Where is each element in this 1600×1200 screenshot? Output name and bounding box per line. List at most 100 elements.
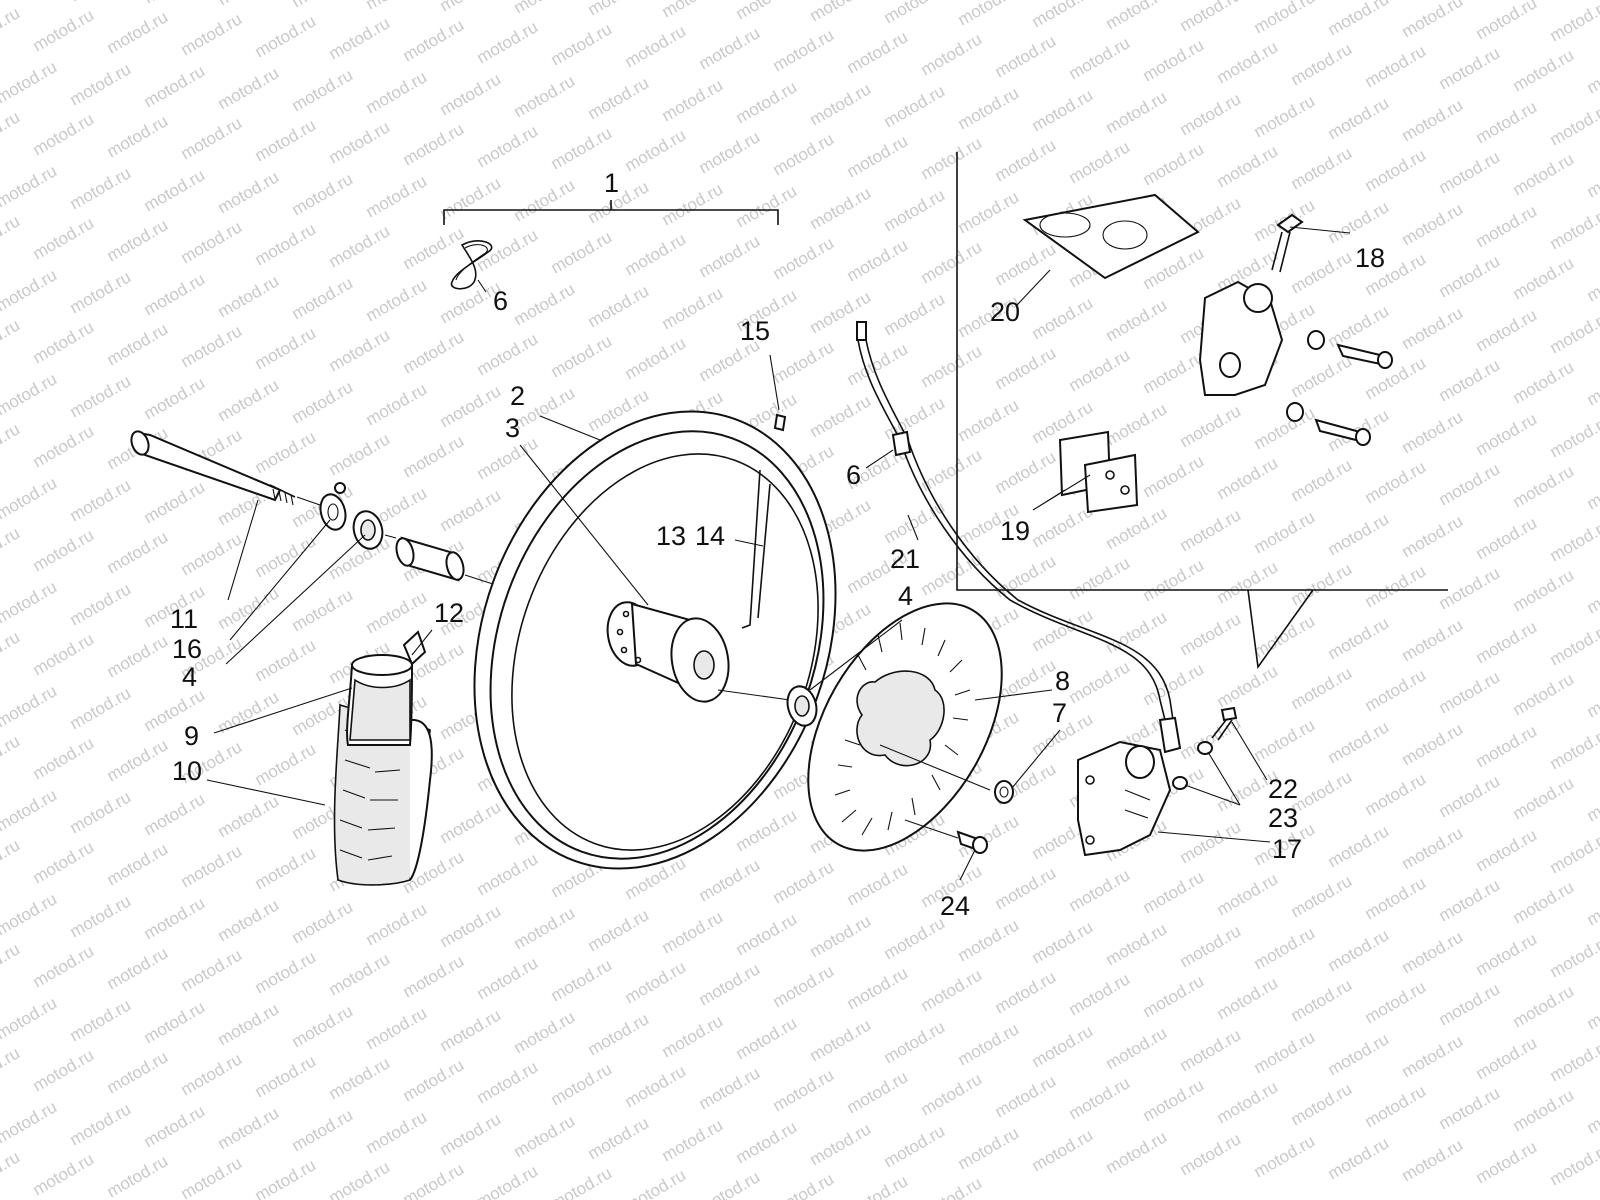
watermark-text: motod.ru	[1547, 203, 1600, 253]
watermark-text: motod.ru	[770, 25, 838, 75]
watermark-text: motod.ru	[437, 381, 505, 431]
tube-spacer	[395, 536, 465, 582]
watermark-text: motod.ru	[252, 1155, 320, 1200]
watermark-text: motod.ru	[0, 265, 60, 315]
watermark-text: motod.ru	[1325, 613, 1393, 663]
watermark-text: motod.ru	[1325, 0, 1393, 39]
watermark-text: motod.ru	[104, 111, 172, 161]
watermark-text: motod.ru	[437, 797, 505, 847]
watermark-text: motod.ru	[1584, 879, 1600, 929]
watermark-text: motod.ru	[1547, 0, 1600, 45]
watermark-text: motod.ru	[437, 901, 505, 951]
watermark-text: motod.ru	[511, 903, 579, 953]
watermark-text: motod.ru	[1399, 511, 1467, 561]
watermark-text: motod.ru	[1473, 929, 1541, 979]
watermark-text: motod.ru	[1473, 201, 1541, 251]
watermark-text: motod.ru	[474, 1161, 542, 1200]
watermark-text: motod.ru	[400, 223, 468, 273]
watermark-text: motod.ru	[918, 237, 986, 287]
watermark-text: motod.ru	[844, 131, 912, 181]
watermark-text: motod.ru	[252, 635, 320, 685]
watermark-text: motod.ru	[326, 1053, 394, 1103]
watermark-text: motod.ru	[215, 999, 283, 1049]
watermark-text: motod.ru	[955, 1019, 1023, 1069]
watermark-text: motod.ru	[1436, 979, 1504, 1029]
watermark-text: motod.ru	[0, 523, 23, 573]
watermark-text: motod.ru	[807, 911, 875, 961]
watermark-text: motod.ru	[733, 1117, 801, 1167]
watermark-text: motod.ru	[1436, 563, 1504, 613]
watermark-text: motod.ru	[659, 907, 727, 957]
watermark-text: motod.ru	[844, 1171, 912, 1200]
watermark-text: motod.ru	[67, 163, 135, 213]
watermark-text: motod.ru	[1288, 143, 1356, 193]
watermark-text: motod.ru	[1066, 345, 1134, 395]
watermark-text: motod.ru	[141, 0, 209, 7]
watermark-text: motod.ru	[1325, 301, 1393, 351]
watermark-text: motod.ru	[1547, 931, 1600, 981]
watermark-text: motod.ru	[881, 81, 949, 131]
watermark-text: motod.ru	[1325, 925, 1393, 975]
watermark-text: motod.ru	[881, 289, 949, 339]
watermark-text: motod.ru	[141, 789, 209, 839]
watermark-text: motod.ru	[178, 9, 246, 59]
watermark-text: motod.ru	[696, 127, 764, 177]
watermark-text: motod.ru	[1325, 1133, 1393, 1183]
watermark-text: motod.ru	[30, 525, 98, 575]
watermark-text: motod.ru	[918, 1069, 986, 1119]
watermark-text: motod.ru	[1473, 825, 1541, 875]
watermark-text: motod.ru	[659, 283, 727, 333]
watermark-text: motod.ru	[437, 1005, 505, 1055]
watermark-text: motod.ru	[437, 1109, 505, 1159]
watermark-text: motod.ru	[0, 681, 60, 731]
watermark-text: motod.ru	[289, 65, 357, 115]
watermark-text: motod.ru	[1066, 657, 1134, 707]
watermark-text: motod.ru	[1473, 409, 1541, 459]
watermark-text: motod.ru	[1140, 659, 1208, 709]
watermark-text: motod.ru	[0, 577, 60, 627]
watermark-text: motod.ru	[1177, 921, 1245, 971]
watermark-text: motod.ru	[511, 0, 579, 17]
watermark-text: motod.ru	[400, 15, 468, 65]
watermark-text: motod.ru	[844, 27, 912, 77]
watermark-text: motod.ru	[30, 421, 98, 471]
watermark-text: motod.ru	[696, 23, 764, 73]
watermark-text: motod.ru	[474, 953, 542, 1003]
watermark-text: motod.ru	[1325, 717, 1393, 767]
watermark-text: motod.ru	[1510, 565, 1578, 615]
watermark-text: motod.ru	[1140, 867, 1208, 917]
watermark-text: motod.ru	[1251, 611, 1319, 661]
watermark-text: motod.ru	[881, 913, 949, 963]
watermark-text: motod.ru	[474, 849, 542, 899]
watermark-text: motod.ru	[659, 75, 727, 125]
watermark-text: motod.ru	[30, 1149, 98, 1199]
watermark-text: motod.ru	[215, 895, 283, 945]
watermark-text: motod.ru	[807, 79, 875, 129]
watermark-text: motod.ru	[1547, 827, 1600, 877]
watermark-text: motod.ru	[104, 215, 172, 265]
watermark-text: motod.ru	[1251, 715, 1319, 765]
watermark-text: motod.ru	[1473, 305, 1541, 355]
watermark-text: motod.ru	[770, 961, 838, 1011]
watermark-text: motod.ru	[178, 1049, 246, 1099]
watermark-text: motod.ru	[215, 791, 283, 841]
watermark-text: motod.ru	[67, 787, 135, 837]
watermark-text: motod.ru	[252, 739, 320, 789]
watermark-text: motod.ru	[881, 1121, 949, 1171]
brake-hose	[856, 321, 1182, 754]
watermark-text: motod.ru	[1547, 723, 1600, 773]
watermark-text: motod.ru	[770, 1169, 838, 1200]
watermark-text: motod.ru	[1029, 85, 1097, 135]
label-19: 19	[1000, 516, 1030, 546]
washer	[994, 780, 1014, 804]
watermark-text: motod.ru	[1547, 411, 1600, 461]
watermark-text: motod.ru	[548, 19, 616, 69]
watermark-text: motod.ru	[955, 0, 1023, 29]
watermark-text: motod.ru	[733, 909, 801, 959]
watermark-text: motod.ru	[1214, 141, 1282, 191]
watermark-text: motod.ru	[30, 629, 98, 679]
brake-caliper-upper	[1198, 213, 1393, 446]
watermark-text: motod.ru	[1066, 33, 1134, 83]
watermark-text: motod.ru	[1473, 513, 1541, 563]
